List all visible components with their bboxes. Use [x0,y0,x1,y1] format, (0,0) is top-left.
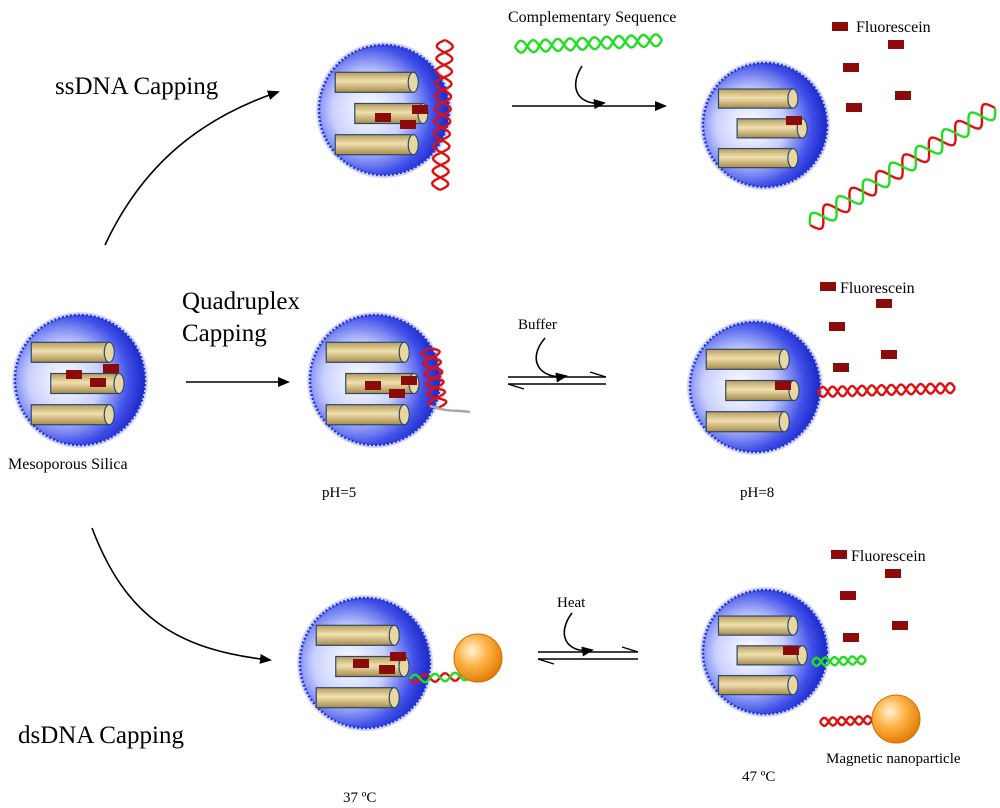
fluorescein-icon [389,389,405,398]
arrow-to-dsdna [91,527,272,664]
complementary-curl [574,65,606,110]
fluorescein-icon [876,299,892,308]
pore-channel [325,404,410,426]
fluorescein-icon [892,621,908,630]
pore-channel [315,624,400,646]
pore-channel [315,687,400,709]
pore-channel [717,674,799,696]
fluorescein-icon [840,591,856,600]
pore-channel [717,615,799,636]
fluorescein-icon [353,659,369,668]
fluorescein-icon [833,363,849,372]
ssdna-released-particle-icon [700,60,830,190]
fluorescein-icon [90,378,106,387]
quadruplex-helix-icon [420,346,448,410]
quadruplex-tail-icon [429,404,471,414]
quadruplex-released-particle-icon [687,319,823,455]
ssdna-capped-particle-icon [316,42,452,178]
fluorescein-icon [783,646,799,655]
quadruplex-capping-label-line1: Quadruplex [182,288,301,315]
ssdna-capping-label: ssDNA Capping [55,73,219,100]
nanoparticle-strand-icon [819,715,873,727]
equilibrium-arrows-buffer [507,371,607,390]
magnetic-nanoparticle-icon [453,633,503,683]
pore-channel [325,341,410,363]
fluorescein-icon [881,350,897,359]
pore-channel [736,118,808,139]
quadruplex-capping-label-line2: Capping [182,320,267,347]
magnetic-nanoparticle-released-icon [871,694,921,744]
buffer-curl [535,337,568,383]
fluorescein-icon [390,652,406,661]
heat-curl [563,612,594,657]
fluorescein-icon [820,282,836,291]
complementary-sequence-icon [513,33,664,54]
fluorescein-icon [379,665,395,674]
arrow-to-ssdna [104,90,280,246]
pore-channel [705,411,790,433]
pore-channel [334,134,419,156]
fluorescein-label-bottom: Fluorescein [851,548,926,565]
fluorescein-icon [846,103,862,112]
fluorescein-icon [843,633,859,642]
dsdna-capping-label: dsDNA Capping [18,722,184,749]
pore-channel [50,372,125,395]
mesoporous-silica-particle-icon [12,312,148,448]
fluorescein-icon [400,120,416,129]
fluorescein-icon [775,381,791,390]
fluorescein-icon [885,569,901,578]
equilibrium-arrows-heat [537,646,639,665]
pore-channel [717,88,799,109]
fluorescein-icon [843,63,859,72]
fluorescein-icon [66,370,82,379]
ph5-label: pH=5 [322,485,356,501]
dsdna-cap-helix-icon [409,671,471,684]
temp47-label: 47 ºC [742,769,775,785]
pore-channel [334,71,419,93]
fluorescein-icon [829,322,845,331]
fluorescein-icon [832,22,848,31]
unfolded-strand-icon [816,381,957,399]
fluorescein-icon [365,381,381,390]
fluorescein-icon [888,40,904,49]
ssdna-cap-helix-icon [430,38,455,192]
buffer-label: Buffer [518,317,557,333]
mesoporous-silica-label: Mesoporous Silica [8,456,128,473]
fluorescein-label-top: Fluorescein [856,19,931,36]
complementary-sequence-label: Complementary Sequence [508,9,676,26]
dsdna-released-particle-icon [700,587,830,717]
pore-channel [717,147,799,169]
fluorescein-icon [375,113,391,122]
quadruplex-capped-particle-icon [307,312,443,448]
fluorescein-icon [401,376,417,385]
duplex-helix-icon [808,102,997,231]
fluorescein-icon [412,105,428,114]
heat-label: Heat [557,595,586,611]
fluorescein-label-mid: Fluorescein [840,280,915,297]
pore-channel [30,341,115,363]
magnetic-nanoparticle-label: Magnetic nanoparticle [826,751,961,767]
pore-channel [30,404,115,426]
fluorescein-icon [831,550,847,559]
fluorescein-icon [786,116,802,125]
fluorescein-icon [895,91,911,100]
ph8-label: pH=8 [740,485,774,501]
green-strand-stub-icon [811,655,867,667]
fluorescein-icon [103,364,119,373]
temp37-label: 37 ºC [343,790,376,806]
pore-channel [705,348,790,370]
